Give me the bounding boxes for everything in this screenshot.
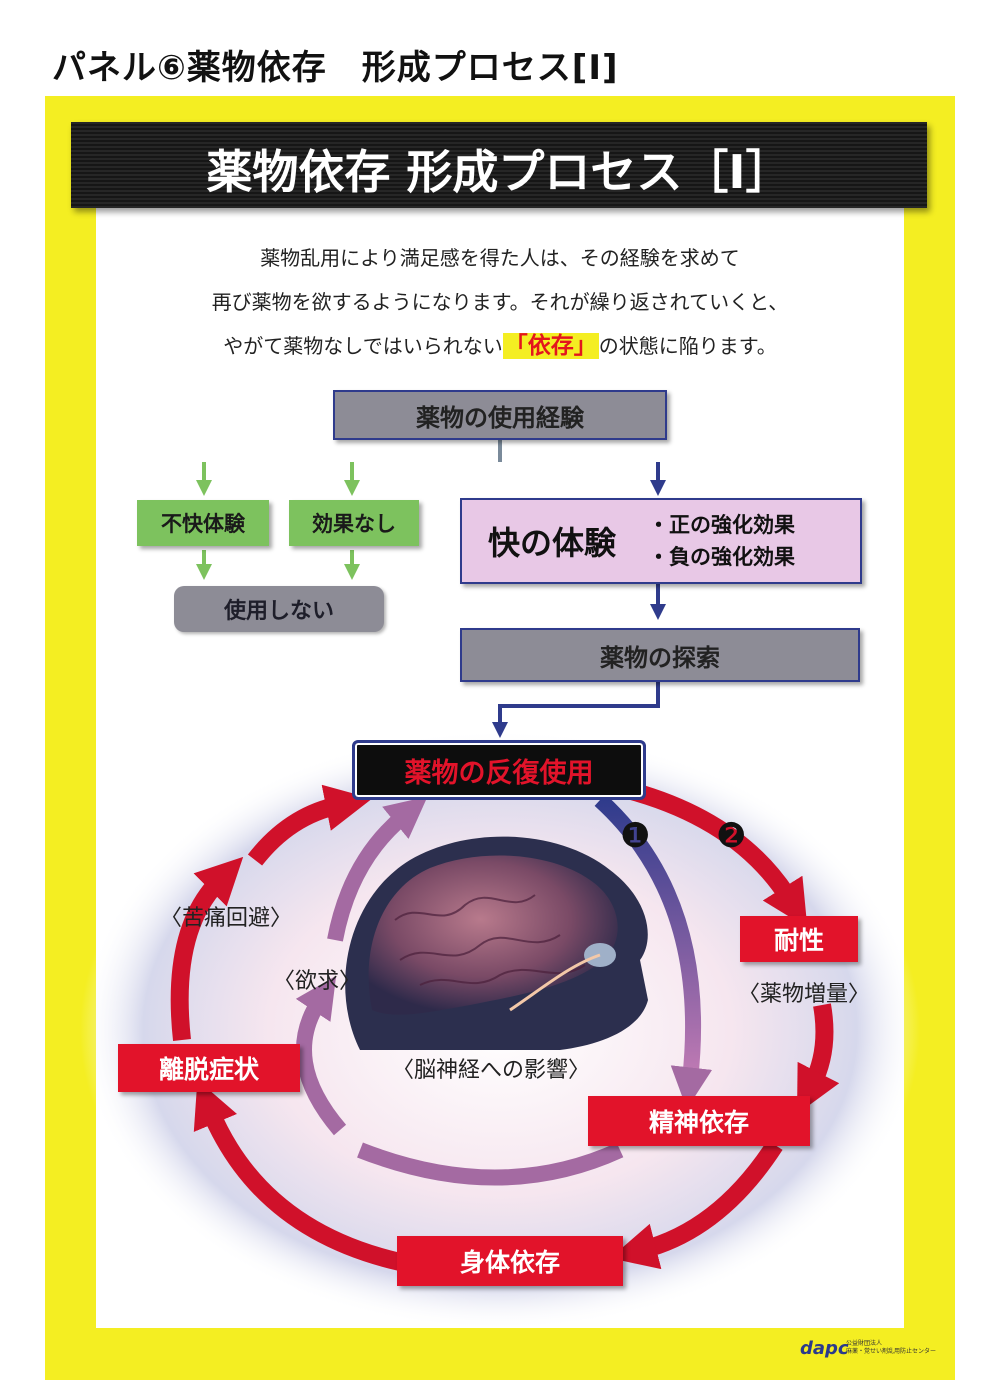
- arrow-seeking-to-repeated: [492, 682, 660, 738]
- banner-title: 薬物依存 形成プロセス［Ⅰ］: [206, 145, 792, 199]
- box-tolerance: 耐性: [740, 916, 858, 962]
- box-physical: 身体依存: [397, 1236, 623, 1286]
- inner-arc-top-left: [327, 796, 428, 942]
- brain-illustration: [345, 836, 648, 1050]
- marker-2: ❷: [716, 816, 747, 856]
- intro-line-3: やがて薬物なしではいられない「依存」の状態に陥ります。: [110, 324, 890, 368]
- intro-line-2: 再び薬物を欲するようになります。それが繰り返されていくと、: [211, 290, 789, 314]
- arc-tolerance-to-psych: [797, 1003, 840, 1115]
- box-drug-seeking: 薬物の探索: [460, 628, 860, 682]
- label-dose-increase: 〈薬物増量〉: [738, 982, 871, 1007]
- box-no-effect: 効果なし: [289, 500, 419, 546]
- box-pleasure: 快の体験 ・正の強化効果 ・負の強化効果: [460, 498, 862, 584]
- box-use-experience: 薬物の使用経験: [333, 390, 667, 440]
- org-name: 公益財団法人 麻薬・覚せい剤乱用防止センター: [846, 1340, 936, 1356]
- box-withdrawal: 離脱症状: [118, 1044, 300, 1092]
- marker-1: ❶: [620, 816, 651, 856]
- box-psychological: 精神依存: [588, 1096, 810, 1146]
- org-name-line-1: 公益財団法人: [846, 1340, 883, 1347]
- arc-physical-to-withdrawal: [193, 1079, 403, 1271]
- page-title: パネル⑥薬物依存 形成プロセス[Ⅰ]: [52, 48, 619, 88]
- negative-reinforcement: ・負の強化効果: [648, 545, 796, 569]
- arc-psych-to-physical: [610, 1140, 783, 1270]
- positive-reinforcement: ・正の強化効果: [648, 513, 796, 537]
- pleasure-label: 快の体験: [488, 524, 617, 562]
- reinforcement-list: ・正の強化効果 ・負の強化効果: [648, 509, 795, 573]
- label-brain-effect: 〈脳神経への影響〉: [392, 1058, 591, 1083]
- arc-withdrawal-to-repeated: [170, 856, 244, 1041]
- box-unpleasant: 不快体験: [137, 500, 269, 546]
- intro-line-1: 薬物乱用により満足感を得た人は、その経験を求めて: [260, 246, 740, 270]
- intro-line-3-after: の状態に陥ります。: [598, 334, 777, 358]
- arc-top-left-to-repeated: [247, 784, 373, 866]
- inner-arc-right: [594, 794, 713, 1109]
- box-no-use: 使用しない: [174, 586, 384, 632]
- inner-arc-bottom: [357, 1142, 624, 1186]
- intro-line-3-before: やがて薬物なしではいられない: [223, 334, 503, 358]
- label-craving: 〈欲求〉: [273, 969, 362, 994]
- org-name-line-2: 麻薬・覚せい剤乱用防止センター: [846, 1348, 937, 1355]
- intro-text: 薬物乱用により満足感を得た人は、その経験を求めて 再び薬物を欲するようになります…: [110, 236, 890, 368]
- box-repeated-use: 薬物の反復使用: [352, 740, 646, 800]
- label-pain-avoidance: 〈苦痛回避〉: [160, 906, 293, 931]
- inner-arc-left: [295, 975, 347, 1136]
- dependence-highlight: 「依存」: [502, 333, 599, 359]
- dapc-logo: dapc: [800, 1338, 849, 1359]
- arc-repeated-to-tolerance: [625, 781, 808, 928]
- title-banner: 薬物依存 形成プロセス［Ⅰ］: [71, 122, 927, 208]
